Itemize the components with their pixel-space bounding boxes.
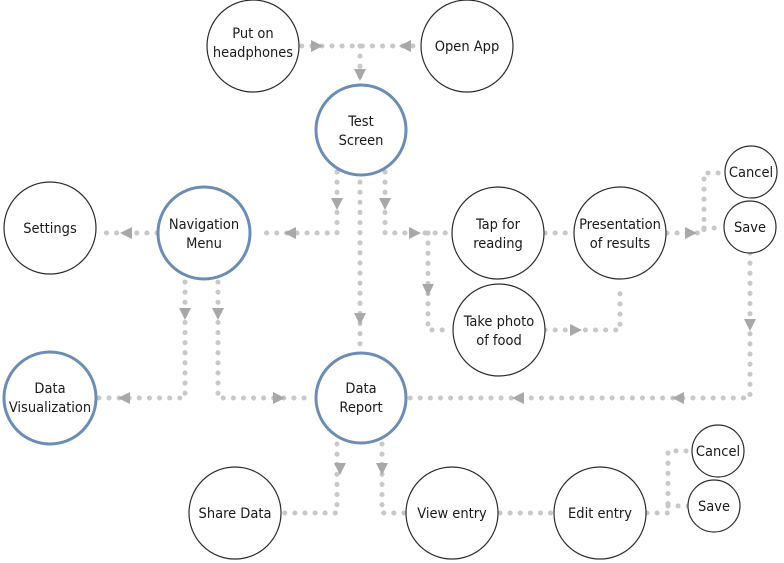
node-navigation-menu[interactable]: Navigation Menu	[156, 185, 252, 281]
node-label: reading	[473, 236, 523, 252]
node-label: Test	[347, 114, 373, 130]
arrow-right-datareport	[273, 392, 285, 404]
arrow-left-to-datareport-right	[672, 392, 684, 404]
arrow-down-testscreen	[354, 69, 366, 81]
node-label: Report	[339, 400, 382, 416]
arrow-down-view-branch	[376, 463, 388, 475]
node-save-bottom[interactable]: Save	[687, 479, 741, 533]
arrow-right-tap	[409, 227, 421, 239]
node-take-photo-of-food[interactable]: Take photo of food	[452, 283, 546, 377]
node-label: Take photo	[463, 314, 534, 330]
node-put-on-headphones[interactable]: Put on headphones	[206, 0, 300, 93]
node-label: of food	[476, 333, 522, 349]
node-label: Data	[34, 381, 65, 397]
node-open-app[interactable]: Open App	[420, 0, 514, 93]
node-label: View entry	[417, 506, 487, 522]
node-label: Cancel	[696, 444, 740, 460]
node-data-visualization[interactable]: Data Visualization	[2, 350, 98, 446]
node-presentation-of-results[interactable]: Presentation of results	[573, 186, 667, 280]
connector-testscreen-navmenu	[258, 169, 340, 236]
node-label: Presentation	[579, 217, 661, 233]
arrow-down-photo-branch	[422, 284, 434, 296]
node-label: Menu	[186, 236, 222, 252]
node-tap-for-reading[interactable]: Tap for reading	[451, 186, 545, 280]
arrow-down-save-top	[744, 319, 756, 331]
arrowheads	[118, 40, 756, 475]
node-share-data[interactable]: Share Data	[188, 466, 282, 560]
arrow-right-photo-to-results	[570, 324, 582, 336]
node-label: Visualization	[9, 400, 91, 416]
node-label: Tap for	[475, 217, 521, 233]
node-label: Edit entry	[568, 506, 632, 522]
arrow-left-to-datareport	[512, 392, 524, 404]
node-cancel-bottom[interactable]: Cancel	[691, 424, 745, 478]
arrow-right-headphones	[311, 40, 323, 52]
connector-navmenu-datareport	[215, 279, 316, 401]
arrow-left-openapp	[399, 40, 411, 52]
arrow-down-datareport	[354, 313, 366, 325]
node-label: Put on	[232, 26, 273, 42]
connector-photo-presentation	[542, 283, 623, 333]
arrow-down-right-branch	[379, 198, 391, 210]
connector-datareport-view	[379, 441, 408, 516]
node-test-screen[interactable]: Test Screen	[314, 83, 408, 177]
node-edit-entry[interactable]: Edit entry	[553, 466, 647, 560]
node-view-entry[interactable]: View entry	[405, 466, 499, 560]
node-settings[interactable]: Settings	[3, 181, 97, 275]
node-label: Navigation	[169, 217, 239, 233]
node-label: Save	[734, 220, 766, 236]
connector-edit-actions	[644, 448, 694, 516]
node-label: Save	[698, 499, 730, 515]
arrow-down-navmenu-left	[179, 308, 191, 320]
node-data-report[interactable]: Data Report	[314, 351, 408, 445]
node-label: Cancel	[729, 165, 773, 181]
connector-branch-photo	[425, 230, 454, 333]
connector-presentation-actions	[664, 170, 726, 236]
connector-datareport-share	[281, 441, 340, 516]
node-cancel-top[interactable]: Cancel	[724, 145, 778, 199]
node-label: Open App	[435, 39, 499, 55]
arrow-left-settings	[120, 227, 132, 239]
arrow-left-datavis	[118, 392, 130, 404]
arrow-down-navmenu-right	[212, 308, 224, 320]
connector-navmenu-datavis	[94, 279, 188, 401]
node-save-top[interactable]: Save	[723, 200, 777, 254]
arrow-down-share-branch	[334, 463, 346, 475]
arrow-down-left-branch	[331, 198, 343, 210]
node-label: of results	[590, 236, 651, 252]
node-label: Share Data	[199, 506, 272, 522]
node-label: Settings	[23, 221, 77, 237]
arrow-left-navmenu	[284, 227, 296, 239]
node-label: Data	[345, 381, 376, 397]
node-label: headphones	[213, 45, 293, 61]
arrow-right-presentation-actions	[685, 227, 697, 239]
node-label: Screen	[339, 133, 384, 149]
connector-testscreen-tap	[382, 169, 454, 236]
